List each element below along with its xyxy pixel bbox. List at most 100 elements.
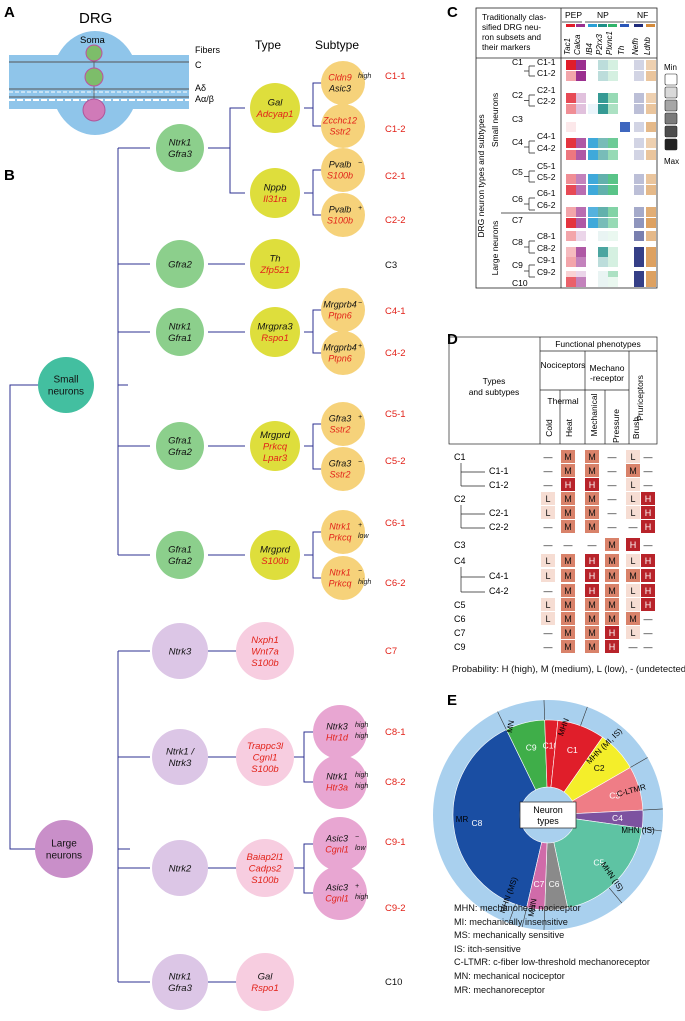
type-node: [250, 307, 300, 357]
panel-a: A DRG Soma Fibers C Aδ Aα/β: [4, 4, 221, 135]
type-label-line: Th: [269, 254, 280, 265]
d-cell-bg: [561, 492, 575, 505]
d-cell-bg: [605, 626, 619, 639]
subtype-label-line: Ntrk1: [329, 522, 351, 532]
sector-label: C2: [594, 763, 605, 773]
d-cell-bg: [626, 612, 640, 625]
type-node: [236, 953, 294, 1011]
d-cell: M: [608, 586, 616, 596]
gene-label-wrap: P2rx3: [595, 34, 604, 55]
type-label-line: Nxph1: [251, 635, 278, 646]
heat-cell: [588, 104, 598, 114]
d-cell-bg: [585, 640, 599, 653]
d-cell-bg: [605, 584, 619, 597]
scale-swatch: [664, 99, 678, 112]
d-cell-bg: [605, 598, 619, 611]
c-row-label: C5: [512, 167, 523, 177]
group-label-line: Gfra2: [168, 447, 192, 458]
d-cell: —: [544, 452, 553, 462]
gene-label-wrap: Th: [617, 45, 626, 55]
d-cell-bg: [626, 569, 640, 582]
heat-cell: [608, 150, 618, 160]
type-label-line: Rspo1: [251, 983, 278, 994]
type-label-line: Gal: [268, 98, 284, 109]
d-cell: L: [630, 452, 635, 462]
d-cell-bg: [626, 450, 640, 463]
d-cell: M: [564, 571, 572, 581]
d-cell: —: [608, 522, 617, 532]
subtype-code: C9-1: [385, 837, 406, 848]
subtype-code: C5-1: [385, 409, 406, 420]
heat-cell: [598, 71, 608, 81]
root-large-neurons: [35, 820, 93, 878]
d-row-label: C9: [454, 642, 466, 652]
type-label-line: Cgnl1: [253, 752, 278, 763]
subtype-label-line: Gfra3: [329, 459, 352, 469]
gene-color-tag: [598, 24, 607, 27]
heat-cell: [566, 247, 576, 257]
subtype-node: [321, 510, 365, 554]
type-label-line: S100b: [261, 556, 288, 567]
heat-cell: [576, 71, 586, 81]
d-cell: M: [564, 586, 572, 596]
panel-d-letter: D: [447, 331, 458, 348]
d-cell: L: [545, 556, 550, 566]
heat-cell: [598, 257, 608, 267]
heat-cell: [634, 277, 644, 287]
subtype-label-line: Zcchc12: [322, 116, 357, 126]
d-cell-bg: [626, 538, 640, 551]
group-label-line: Gfra1: [168, 436, 192, 447]
heat-cell: [598, 247, 608, 257]
type-node: [250, 83, 300, 133]
d-col-cold: Cold: [544, 419, 554, 437]
type-node: [236, 622, 294, 680]
heat-cell: [588, 138, 598, 148]
tree-edge: [117, 650, 150, 983]
d-row-label: C1-1: [489, 466, 509, 476]
heat-cell: [608, 93, 618, 103]
heat-cell: [576, 247, 586, 257]
group-label-line: Gfra3: [168, 983, 192, 994]
d-header-mechano-2: -receptor: [590, 373, 624, 383]
d-cell-bg: [561, 569, 575, 582]
heat-cell: [598, 60, 608, 70]
heat-cell: [634, 271, 644, 281]
group-node: [152, 954, 208, 1010]
subtype-sup2: high: [355, 894, 368, 901]
panel-b-letter: B: [4, 167, 15, 184]
d-cell: —: [544, 540, 553, 550]
heat-cell: [576, 231, 586, 241]
d-cell: M: [588, 600, 596, 610]
d-cell: M: [608, 614, 616, 624]
d-cell: H: [609, 642, 616, 652]
c-row-label: C6: [512, 194, 523, 204]
d-cell-bg: [585, 554, 599, 567]
fiber-c-label: C: [195, 60, 202, 70]
heat-cell: [598, 218, 608, 228]
heat-cell: [576, 104, 586, 114]
subtype-sup2: low: [355, 845, 366, 852]
d-header-types-1: Types: [483, 376, 506, 386]
d-cell: —: [564, 540, 573, 550]
tree-edge: [208, 107, 245, 194]
d-frame: [448, 336, 658, 445]
sector-c5: [553, 818, 643, 909]
heat-cell: [598, 231, 608, 241]
c-row-label: C7: [512, 215, 523, 225]
root-small-label-line: Small: [53, 375, 78, 386]
subtype-sup: −: [355, 834, 359, 841]
type-label-line: Lpar3: [263, 453, 288, 464]
subtype-code: C10: [385, 977, 402, 988]
subtype-label-line: Cldn9: [328, 73, 352, 83]
d-col-brush: Brush: [631, 417, 641, 439]
subtype-sup: high: [358, 73, 371, 80]
heat-cell: [634, 185, 644, 195]
type-node: [250, 421, 300, 471]
heat-cell: [566, 93, 576, 103]
subtype-node: [313, 705, 367, 759]
subtype-label-line: Prkcq: [328, 533, 351, 543]
d-cell: H: [630, 540, 637, 550]
heat-cell: [588, 218, 598, 228]
